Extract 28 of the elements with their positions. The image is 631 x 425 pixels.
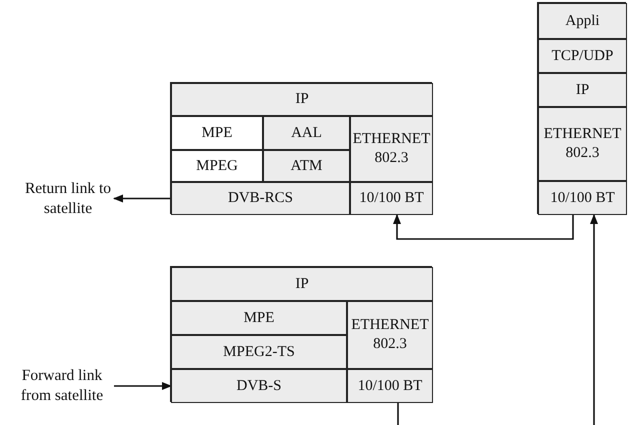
link-label: Return link to satellite [22, 178, 114, 220]
protocol-stack [170, 82, 432, 214]
protocol-layer: IP [538, 73, 627, 107]
protocol-layer: MPE [171, 116, 263, 150]
arrow [590, 214, 598, 425]
protocol-stack [170, 266, 432, 402]
protocol-layer: MPEG [171, 150, 263, 182]
protocol-layer: Appli [538, 3, 627, 39]
protocol-layer: ETHERNET 802.3 [350, 116, 433, 182]
link-label: Forward link from satellite [10, 365, 114, 407]
protocol-layer: MPEG2-TS [171, 335, 347, 369]
arrow [114, 382, 172, 390]
arrow [113, 194, 171, 202]
arrow [393, 214, 574, 240]
protocol-layer: ATM [263, 150, 350, 182]
protocol-layer: MPE [171, 301, 347, 335]
protocol-layer: 10/100 BT [347, 369, 433, 403]
protocol-layer: DVB-S [171, 369, 347, 403]
protocol-layer: 10/100 BT [350, 182, 433, 215]
protocol-layer: ETHERNET 802.3 [538, 107, 627, 181]
protocol-layer: AAL [263, 116, 350, 150]
protocol-layer: IP [171, 83, 433, 116]
protocol-layer: 10/100 BT [538, 181, 627, 215]
protocol-layer: ETHERNET 802.3 [347, 301, 433, 369]
protocol-stack [537, 2, 626, 214]
protocol-layer: IP [171, 267, 433, 301]
protocol-layer: TCP/UDP [538, 39, 627, 73]
protocol-layer: DVB-RCS [171, 182, 350, 215]
